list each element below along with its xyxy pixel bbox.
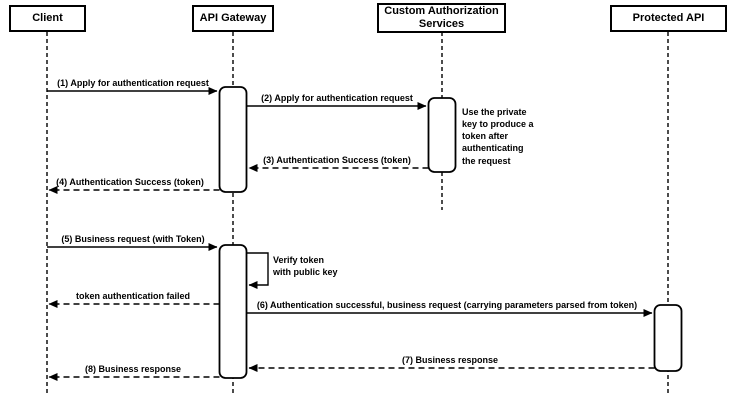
message-3-label: (3) Authentication Success (token) bbox=[263, 155, 411, 165]
message-2-label: (2) Apply for authentication request bbox=[261, 93, 413, 103]
self-message-label: Verify token with public key bbox=[273, 255, 338, 278]
message-token-failed-label: token authentication failed bbox=[75, 291, 191, 301]
authorization-note: Use the private key to produce a token a… bbox=[462, 107, 534, 166]
message-8-label: (8) Business response bbox=[84, 364, 182, 374]
actor-custom-authorization-services: Custom Authorization Services bbox=[377, 3, 506, 33]
message-4-label: (4) Authentication Success (token) bbox=[56, 177, 204, 187]
arrow-self-message bbox=[246, 252, 269, 289]
message-6-label: (6) Authentication successful, business … bbox=[256, 300, 638, 310]
message-5-label: (5) Business request (with Token) bbox=[61, 234, 205, 244]
actor-custom-authorization-services-label: Custom Authorization Services bbox=[384, 5, 499, 30]
actor-client-label: Client bbox=[32, 12, 63, 25]
actor-client: Client bbox=[9, 5, 86, 32]
api-gateway-activation-auth bbox=[218, 86, 248, 193]
actor-protected-api-label: Protected API bbox=[632, 12, 705, 25]
api-gateway-activation-business bbox=[218, 244, 248, 379]
message-1-label: (1) Apply for authentication request bbox=[57, 78, 209, 88]
actor-api-gateway: API Gateway bbox=[192, 5, 274, 32]
actor-protected-api: Protected API bbox=[610, 5, 727, 32]
custom-authorization-activation bbox=[427, 97, 457, 173]
actor-api-gateway-label: API Gateway bbox=[199, 12, 267, 25]
protected-api-activation bbox=[653, 304, 683, 372]
message-7-label: (7) Business response bbox=[401, 355, 499, 365]
